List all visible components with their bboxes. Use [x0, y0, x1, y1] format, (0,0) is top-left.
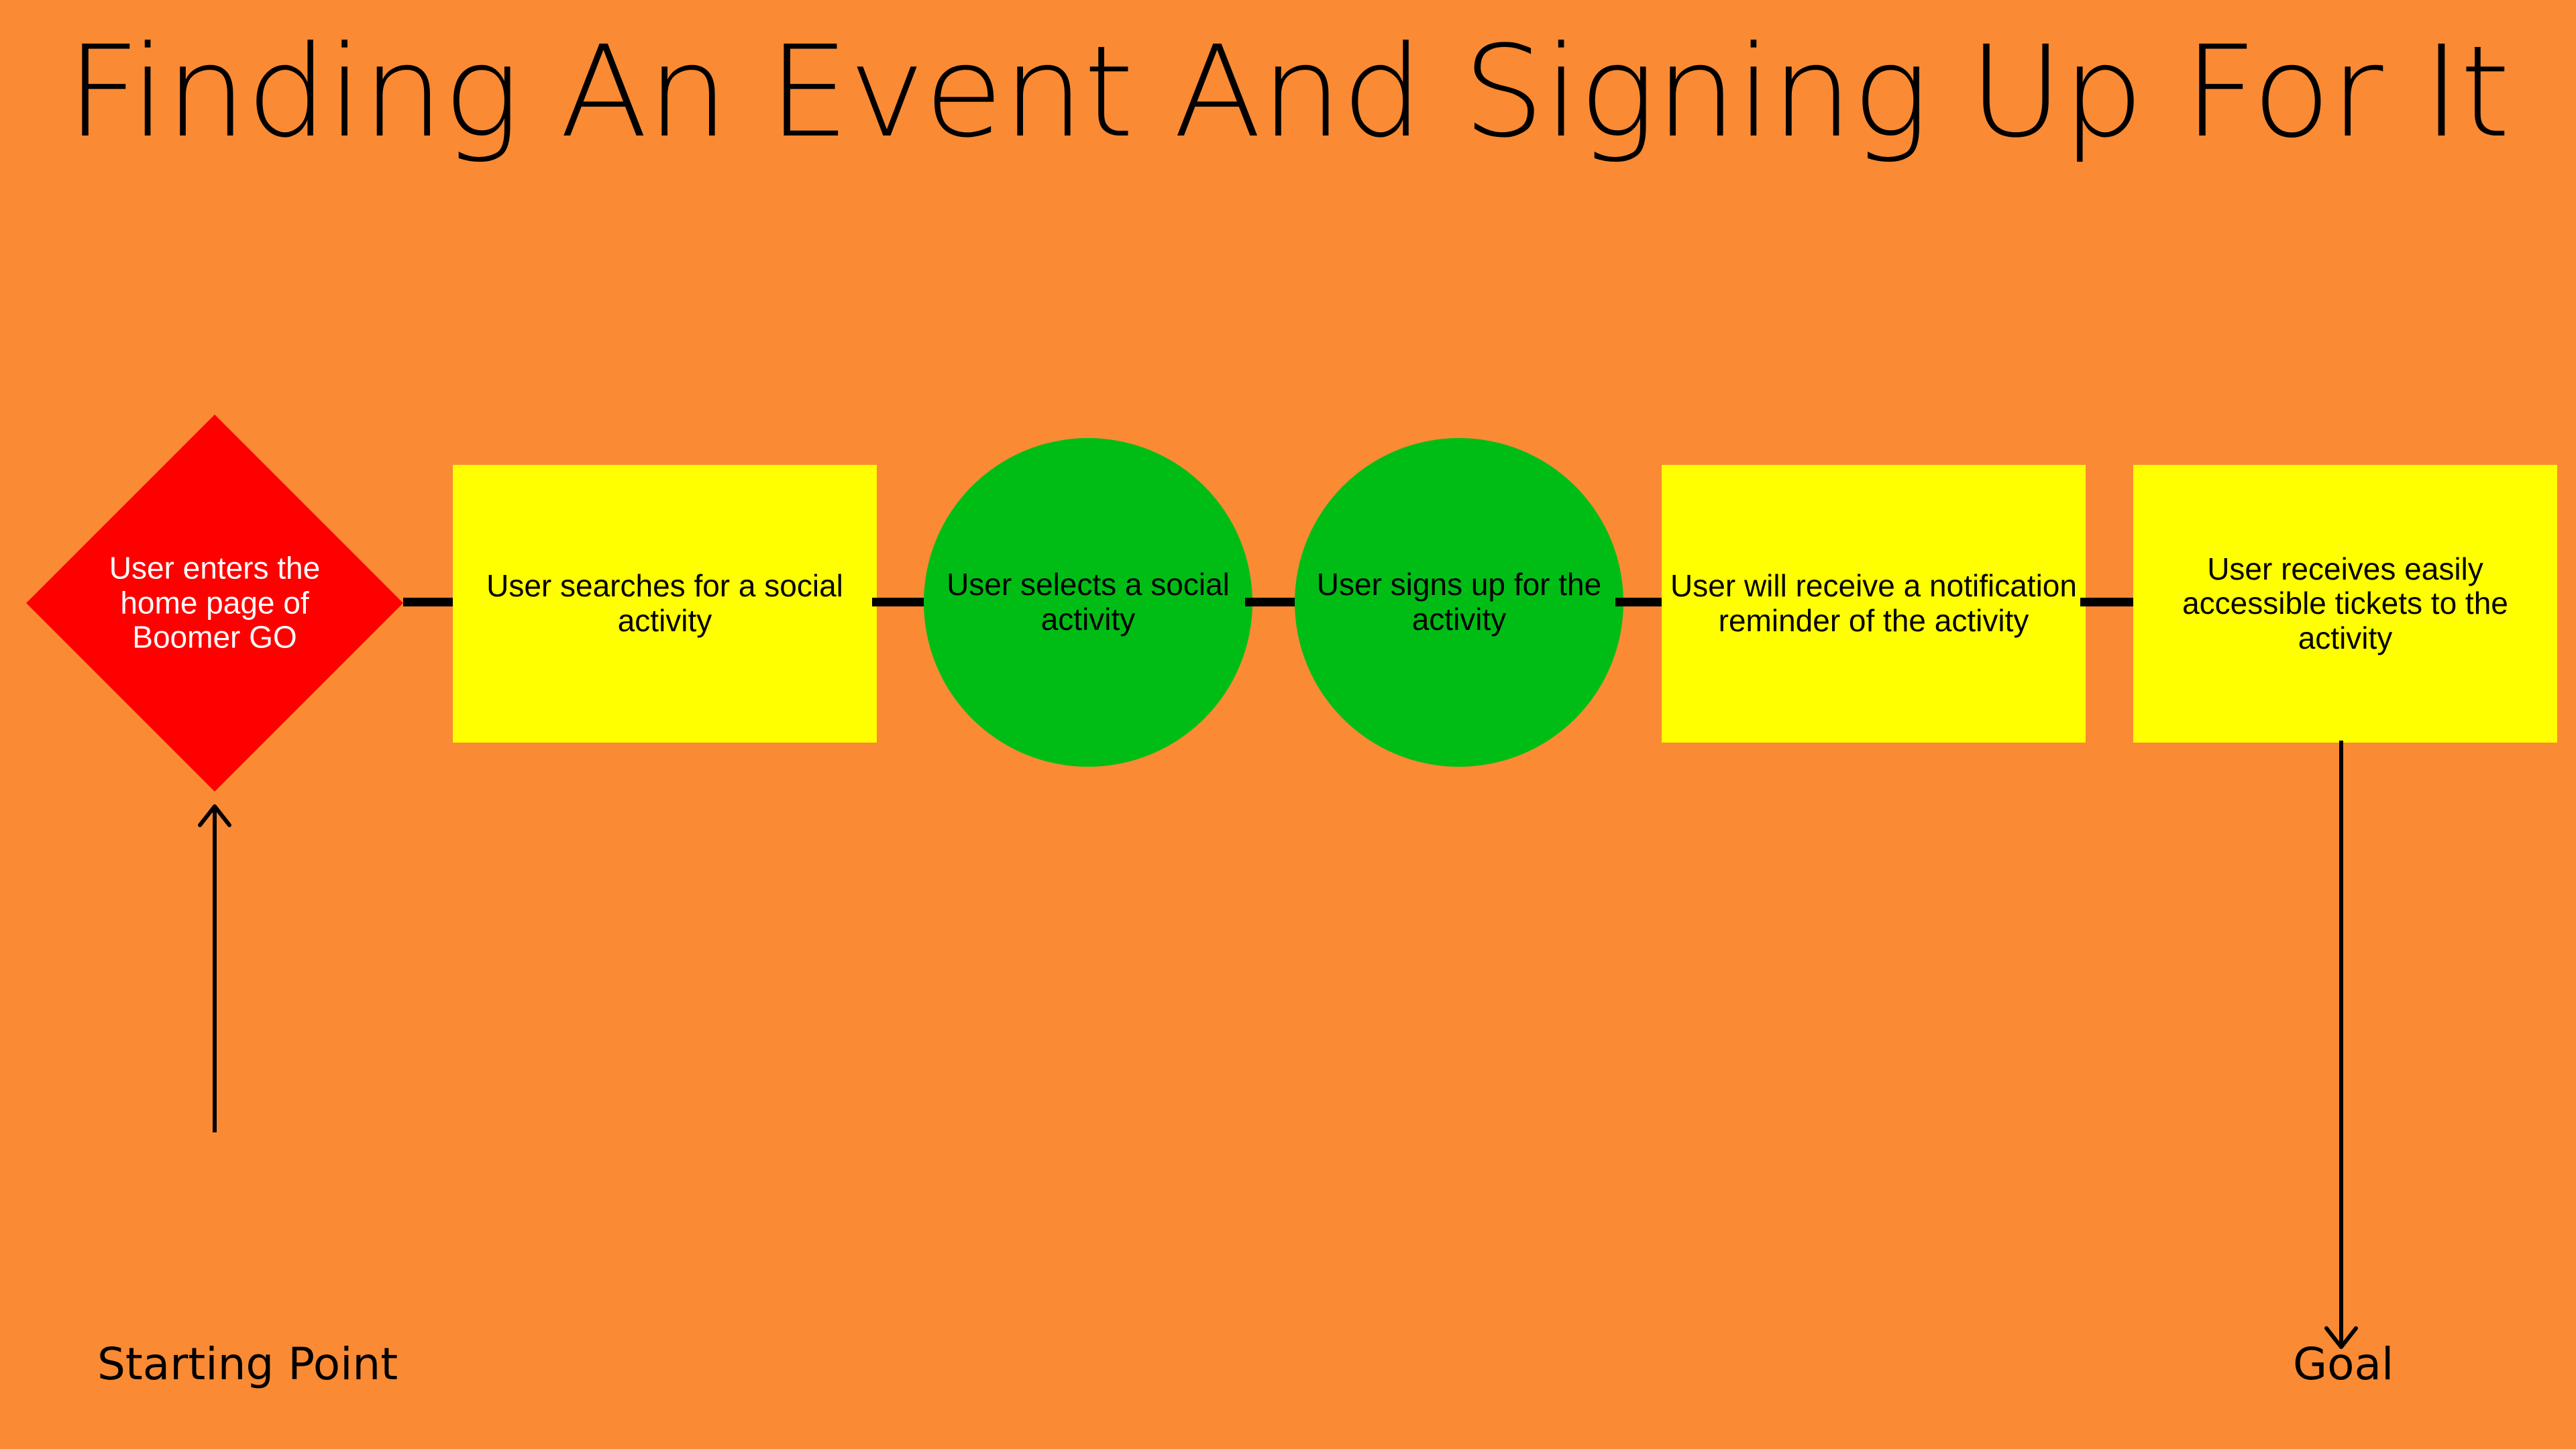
flow-node-signup[interactable]: User signs up for the activity	[1295, 438, 1623, 767]
flow-node-start[interactable]: User enters the home page of Boomer GO	[26, 415, 403, 792]
flow-node-tickets-label: User receives easily accessible tickets …	[2182, 551, 2508, 655]
flow-node-start-label: User enters the home page of Boomer GO	[109, 550, 321, 655]
flow-node-reminder-label: User will receive a notification reminde…	[1670, 568, 2077, 638]
connector-signup-to-reminder	[1615, 598, 1668, 606]
flow-node-select[interactable]: User selects a social activity	[924, 438, 1252, 767]
goal-arrow-icon	[2324, 741, 2358, 1349]
flow-node-signup-label: User signs up for the activity	[1316, 567, 1602, 637]
connector-search-to-select	[872, 598, 927, 606]
connector-select-to-signup	[1245, 598, 1303, 606]
starting-point-label: Starting Point	[97, 1338, 398, 1390]
flow-node-search[interactable]: User searches for a social activity	[453, 465, 877, 743]
page-title: Finding An Event And Signing Up For It	[66, 19, 2510, 166]
goal-label: Goal	[2293, 1338, 2394, 1390]
flow-node-reminder[interactable]: User will receive a notification reminde…	[1662, 465, 2086, 743]
flow-node-tickets[interactable]: User receives easily accessible tickets …	[2133, 465, 2557, 743]
connector-reminder-to-tickets	[2080, 598, 2138, 606]
flow-node-select-label: User selects a social activity	[947, 567, 1230, 637]
connector-start-to-search	[403, 598, 457, 606]
starting-point-arrow-icon	[198, 804, 231, 1132]
flow-node-search-label: User searches for a social activity	[486, 568, 843, 638]
